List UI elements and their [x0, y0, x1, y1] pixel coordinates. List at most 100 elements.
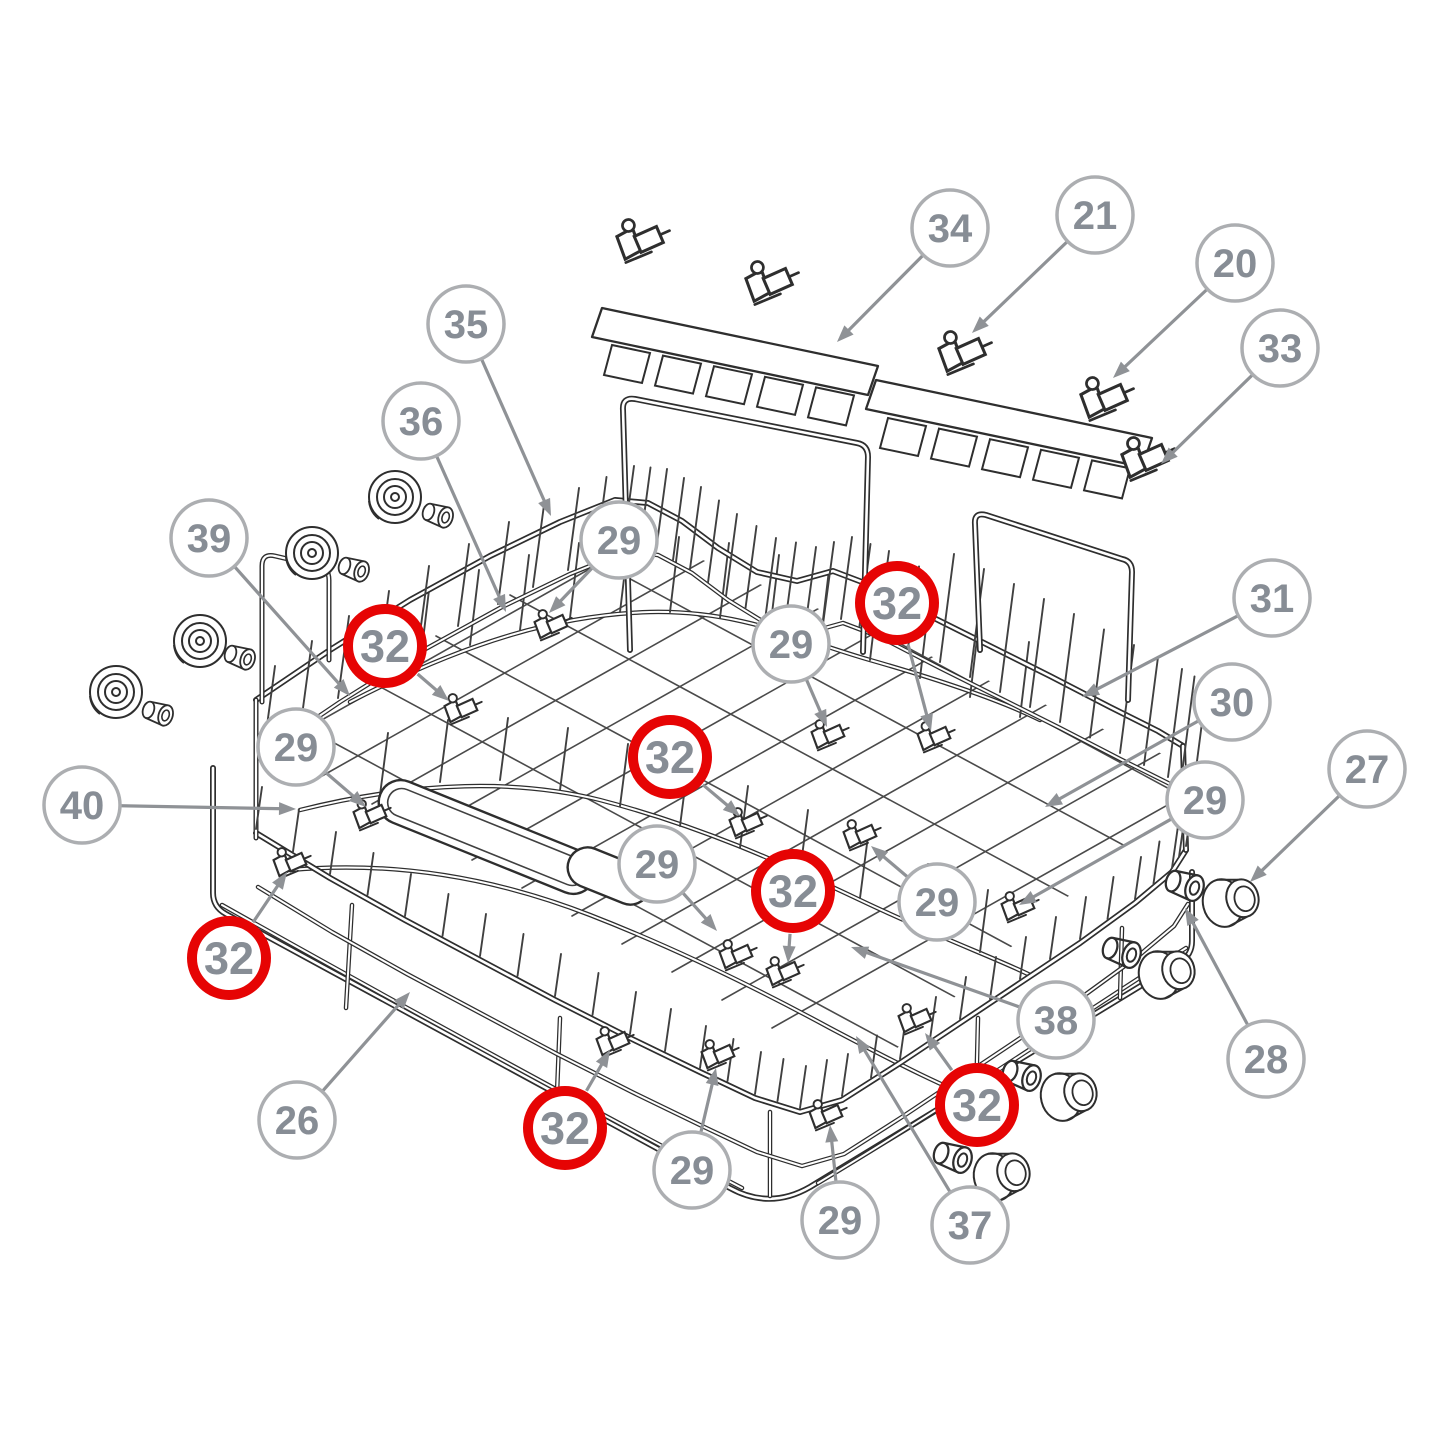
part-number: 29 — [818, 1199, 863, 1243]
tine-rail-33 — [864, 378, 1154, 500]
arrow-to-part-29 — [699, 1068, 719, 1133]
arrow-to-part-29 — [324, 771, 366, 807]
part-number: 26 — [275, 1099, 320, 1143]
axle-pin — [223, 644, 256, 671]
callout-29: 29 — [800, 1180, 880, 1260]
arrow-to-part-29 — [681, 891, 717, 931]
arrow-to-part-39 — [233, 566, 350, 696]
callout-39: 39 — [169, 498, 249, 578]
part-number: 32 — [360, 621, 410, 672]
clip-assembly — [728, 807, 768, 840]
part-number: 32 — [872, 578, 922, 629]
flange-bushing — [972, 1152, 1031, 1202]
callout-33: 33 — [1240, 308, 1320, 388]
part-number: 29 — [635, 843, 680, 887]
basket-walls — [253, 497, 1196, 1169]
axle-pin — [1101, 936, 1142, 969]
flange-bushing — [1039, 1072, 1098, 1122]
part-number: 33 — [1258, 327, 1303, 371]
tine-rail-34 — [590, 306, 880, 427]
axle-pin — [337, 556, 370, 583]
part-number: 32 — [204, 933, 254, 984]
arrow-to-part-34 — [837, 254, 924, 342]
arrow-to-part-29 — [549, 567, 594, 613]
arrow-to-part-20 — [1113, 288, 1208, 378]
arrow-to-part-40 — [120, 802, 296, 816]
arrow-to-part-29 — [871, 846, 909, 878]
clip-assembly — [765, 956, 805, 989]
callout-29: 29 — [579, 500, 659, 580]
callout-38: 38 — [1016, 980, 1096, 1060]
arrow-to-part-38 — [851, 946, 1020, 1009]
highlighted-callout-32: 32 — [751, 849, 835, 933]
part-number: 31 — [1250, 577, 1295, 621]
axle-pin — [932, 1141, 973, 1174]
callout-40: 40 — [42, 765, 122, 845]
part-number: 32 — [540, 1103, 590, 1154]
highlighted-callout-32: 32 — [523, 1086, 607, 1170]
part-number: 29 — [769, 623, 814, 667]
clip-assembly — [1079, 376, 1135, 422]
flange-bushing — [1137, 950, 1196, 1000]
clip-assembly — [744, 260, 800, 306]
arrow-to-part-32 — [782, 933, 796, 963]
part-number: 36 — [399, 400, 444, 444]
highlighted-callout-32: 32 — [855, 561, 939, 645]
arrow-to-part-29 — [805, 679, 827, 727]
fold-down-loops — [619, 395, 1135, 703]
callout-29: 29 — [617, 824, 697, 904]
arrow-to-part-31 — [1082, 614, 1239, 697]
part-number: 38 — [1034, 999, 1079, 1043]
axle-pin — [141, 700, 174, 727]
clip-assembly — [443, 693, 483, 726]
part-number: 34 — [928, 207, 973, 251]
part-number: 28 — [1244, 1038, 1289, 1082]
part-number: 32 — [952, 1080, 1002, 1131]
axle-pin — [1164, 869, 1205, 902]
callout-29: 29 — [256, 707, 336, 787]
arrow-to-part-26 — [321, 992, 410, 1092]
clip-assembly — [937, 330, 993, 376]
axle-pin — [421, 502, 454, 529]
clip-assembly — [615, 218, 671, 264]
highlighted-callout-32: 32 — [343, 604, 427, 688]
clip-assembly — [272, 847, 312, 880]
rollers — [89, 470, 454, 727]
part-number: 29 — [274, 726, 319, 770]
callout-30: 30 — [1192, 662, 1272, 742]
part-number: 21 — [1073, 194, 1118, 238]
arrow-to-part-30 — [1045, 719, 1199, 807]
callout-34: 34 — [910, 188, 990, 268]
callout-28: 28 — [1226, 1019, 1306, 1099]
flange-bushing — [1201, 878, 1260, 928]
arrow-to-part-27 — [1250, 794, 1341, 882]
part-number: 32 — [768, 866, 818, 917]
clip-assembly — [533, 609, 573, 642]
arrow-to-part-32 — [701, 783, 740, 816]
callout-36: 36 — [381, 381, 461, 461]
callout-31: 31 — [1232, 558, 1312, 638]
callout-arrows — [120, 240, 1341, 1193]
clip-assembly — [916, 721, 956, 754]
arrow-to-part-32 — [585, 1050, 610, 1092]
callout-29: 29 — [897, 862, 977, 942]
highlighted-callout-32: 32 — [187, 916, 271, 1000]
callout-37: 37 — [930, 1185, 1010, 1265]
part-number: 35 — [444, 303, 489, 347]
arrow-to-part-32 — [906, 644, 933, 731]
arrow-to-part-32 — [416, 672, 449, 701]
part-number: 30 — [1210, 681, 1255, 725]
arrow-to-part-35 — [480, 359, 551, 516]
callout-21: 21 — [1055, 175, 1135, 255]
clip-assembly — [700, 1039, 740, 1072]
part-number: 29 — [670, 1149, 715, 1193]
clip-assembly — [842, 819, 882, 852]
part-number: 20 — [1213, 242, 1258, 286]
arrow-to-part-32 — [925, 1033, 954, 1072]
clip-assembly — [897, 1003, 937, 1036]
clip-assembly — [810, 719, 850, 752]
arrow-to-part-29 — [825, 1125, 839, 1182]
arrow-to-part-32 — [251, 872, 287, 924]
